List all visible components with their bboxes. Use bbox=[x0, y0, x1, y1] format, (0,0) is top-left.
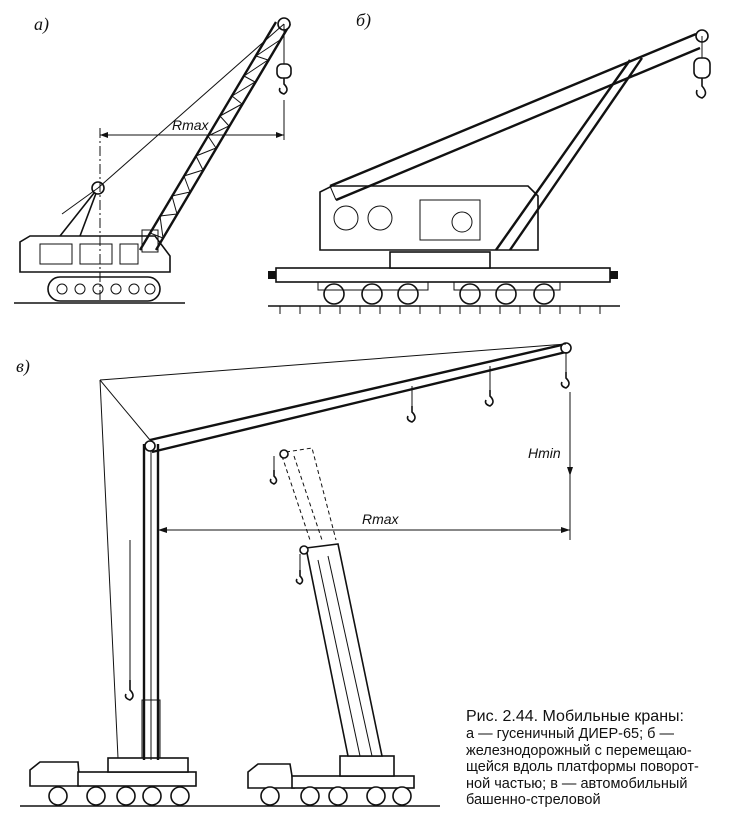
label-a: а) bbox=[34, 14, 49, 35]
crawler-crane-figure: а) bbox=[14, 14, 292, 304]
rmax-label-v: Rmax bbox=[362, 511, 400, 527]
caption-title: Рис. 2.44. Мобильные краны: bbox=[466, 708, 684, 725]
rail-platform bbox=[275, 267, 611, 283]
machinery-house bbox=[319, 185, 539, 251]
crawler-track bbox=[47, 276, 161, 302]
truck-cab-right bbox=[247, 763, 295, 789]
railway-crane-figure: б) bbox=[268, 10, 711, 314]
truck-cab-left bbox=[29, 761, 81, 787]
caption-line: а — гусеничный ДИЕР-65; б — bbox=[466, 726, 674, 742]
truck-crane-figure: в) bbox=[16, 342, 573, 807]
label-v: в) bbox=[16, 356, 30, 377]
caption-line: башенно-стреловой bbox=[466, 792, 601, 808]
crane-cab bbox=[19, 235, 171, 273]
label-b: б) bbox=[356, 10, 371, 31]
hmin-label: Hmin bbox=[528, 445, 561, 461]
caption-line: щейся вдоль платформы поворот- bbox=[466, 759, 699, 775]
caption-line: ной частью; в — автомобильный bbox=[466, 775, 688, 792]
figure-caption: Рис. 2.44. Мобильные краны: а — гусеничн… bbox=[466, 708, 728, 809]
caption-line: железнодорожный с перемещаю- bbox=[466, 742, 692, 759]
rmax-label-a: Rmax bbox=[172, 117, 210, 133]
